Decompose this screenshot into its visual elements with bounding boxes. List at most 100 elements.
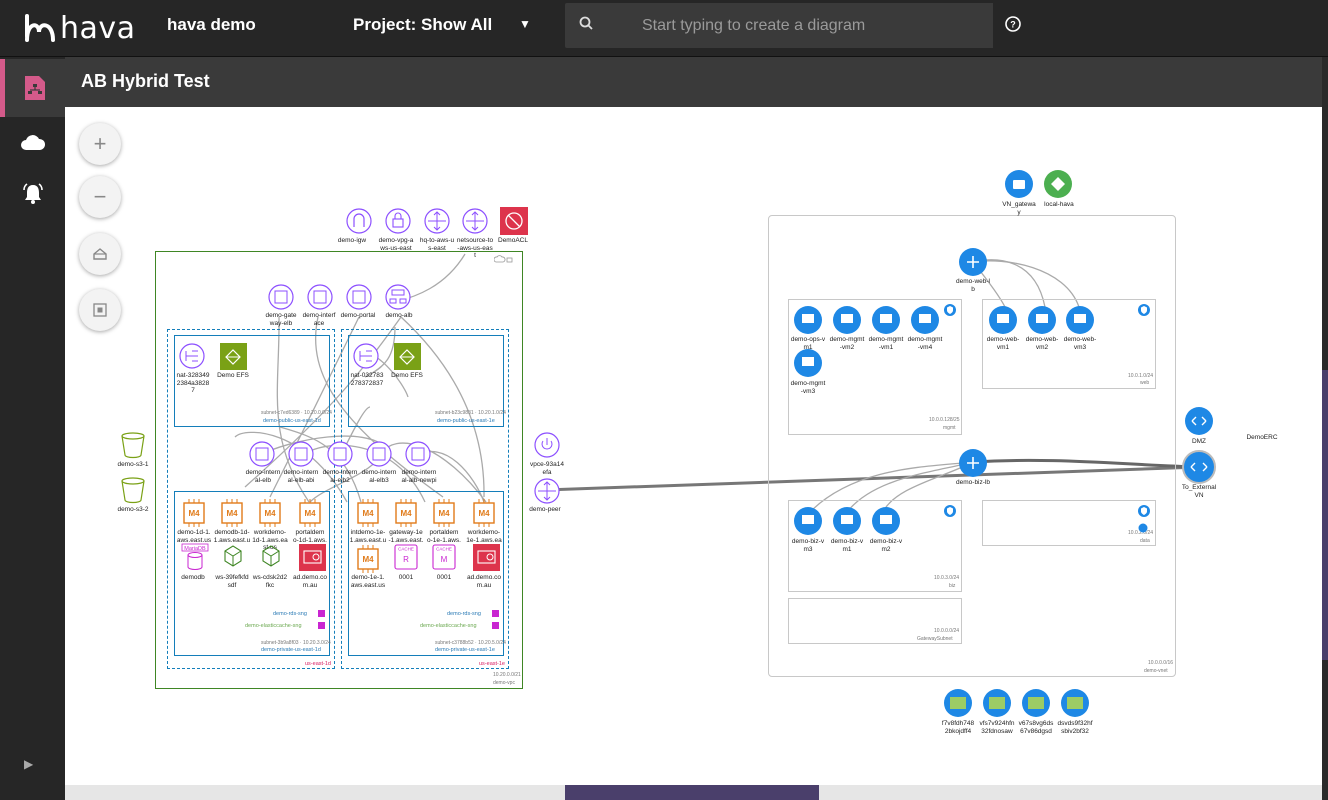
storage-2-label: vfs7v924hfn 32fdnosaw (975, 720, 1019, 735)
peer-label: demo-peer (525, 506, 565, 514)
vnet-name: demo-vnet (1144, 668, 1168, 674)
ws-2-label: ws-cdsk2d2 fkc (250, 574, 290, 589)
alb-label: demo-alb (379, 312, 419, 320)
cloud-icon (20, 134, 46, 152)
ad-1e-label: ad.demo.co m.au (464, 574, 504, 589)
cache-r-caption: CACHE (398, 547, 414, 552)
vpc-cidr: 10.20.0.0/21 (493, 672, 521, 678)
elb-internal3-label: demo-intern al-elb3 (359, 469, 399, 484)
vpg-label: demo-vpg-a ws-us-east (376, 237, 416, 252)
data-1d-icons: MariaDB (180, 543, 330, 573)
mgmt-vm-1-label: demo-ops-v m1 (788, 336, 828, 351)
subnet-private-1d-name: demo-private-us-east-1d (261, 647, 321, 653)
ws-1-label: ws-39fefkfd sdf (212, 574, 252, 589)
biz-vm-3-label: demo-biz-v m2 (866, 538, 906, 553)
top-bar: hava hava demo Project: Show All ▼ ? (0, 0, 1328, 57)
search-input[interactable] (610, 3, 993, 48)
sg-rds-1e-icon (492, 610, 499, 617)
page-title: AB Hybrid Test (81, 71, 210, 92)
sg-rds-1d: demo-rds-sng (273, 611, 307, 617)
ec2-type-9: M4 (362, 555, 374, 564)
storage-1-label: f7v8fdh748 2bkojdff4 (936, 720, 980, 735)
caret-down-icon[interactable]: ▼ (516, 14, 534, 34)
ec2-1d-2-label: demodb-1d- 1.aws.east.u (212, 529, 252, 544)
collapse-sidebar-icon[interactable]: ▶ (24, 757, 33, 771)
rds-1d-label: demodb (175, 574, 211, 582)
nat-1e-label: nat-032783 278372837 (347, 372, 387, 387)
ec2-type-7: M4 (438, 509, 450, 518)
subnet-private-1e-cidr: subnet-c3788b52 · 10.20.5.0/24 (435, 640, 506, 646)
storage-4-label: dsvds9f32hf sbiv2bf32 (1053, 720, 1097, 735)
subnet-public-1e-name: demo-public-us-east-1e (437, 418, 495, 424)
hava-logo-icon (24, 14, 56, 42)
workspace-name[interactable]: hava demo (167, 15, 256, 35)
ec2-type-8: M4 (478, 509, 490, 518)
ec2-type-1: M4 (188, 509, 200, 518)
mgmt-vm-4-label: demo-mgmt -vm4 (905, 336, 945, 351)
vertical-scroll-thumb[interactable] (1322, 370, 1328, 660)
horizontal-scroll-thumb[interactable] (565, 785, 819, 800)
biz-lb-label: demo-biz-lb (950, 479, 996, 487)
svg-text:?: ? (1010, 20, 1016, 30)
project-selector[interactable]: Project: Show All (353, 15, 492, 35)
sidebar: ▶ (0, 57, 65, 800)
cache-m-caption: CACHE (436, 547, 452, 552)
mgmt-vm-2-label: demo-mgmt -vm2 (827, 336, 867, 351)
alb-internal-label: demo-intern al-alb-newpi (397, 469, 441, 484)
az-1d-label: us-east-1d (305, 661, 331, 667)
mgmt-vm-3-label: demo-mgmt -vm1 (866, 336, 906, 351)
cache-r-letter: R (403, 555, 409, 564)
elb-mid-icons (249, 441, 499, 467)
biz-vm-1-label: demo-biz-v m3 (788, 538, 828, 553)
gw-cidr: 10.0.0.0/24 (934, 628, 959, 634)
sg-rds-1e: demo-rds-sng (447, 611, 481, 617)
erc-label: DemoERC (1242, 434, 1282, 442)
ec2-1e-1-label: intdemo-1e- 1.aws.east.u (348, 529, 388, 544)
az-1e-label: us-east-1e (479, 661, 505, 667)
mgmt-vm-5-label: demo-mgmt -vm3 (788, 380, 828, 395)
public-1d-icons (178, 343, 333, 371)
subnet-public-1e-cidr: subnet-b23c9831 · 10.20.1.0/24 (435, 410, 506, 416)
diagram-canvas[interactable]: + − (65, 107, 1322, 785)
elb-portal-label: demo-portal (337, 312, 379, 320)
ec2-1e-icons: M4 M4 M4 M4 (354, 499, 504, 529)
aws-edge-icons (345, 207, 545, 237)
search-button[interactable] (565, 3, 610, 48)
public-1e-icons (352, 343, 507, 371)
logo-text: hava (60, 11, 136, 46)
ec2-1e-2-label: gateway-1e -1.aws.east. (386, 529, 426, 544)
elb-gateway-label: demo-gate way-elb (261, 312, 301, 327)
subnet-public-1d-cidr: subnet-c7ed6389 · 10.20.0.0/24 (261, 410, 332, 416)
ec2-1e-4-label: workdemo- 1e-1.aws.ea (464, 529, 504, 544)
elb-internal-abi-label: demo-intern al-elb-abi (281, 469, 321, 484)
ec2-1e-extra-label: demo-1e-1. aws.east.us (348, 574, 388, 589)
vpc-name: demo-vpc (493, 680, 515, 686)
sidebar-item-cloud[interactable] (0, 114, 65, 172)
data-name: data (1140, 538, 1150, 544)
sidebar-item-diagrams[interactable] (0, 59, 65, 117)
elb-top-icons (268, 284, 413, 310)
nacl-label: DemoACL (495, 237, 531, 245)
sg-cache-1e-icon (492, 622, 499, 629)
diagram-title-bar: AB Hybrid Test (65, 57, 1328, 107)
search-icon (565, 3, 610, 48)
diagram-doc-icon (23, 74, 47, 102)
subnet-public-1d-name: demo-public-us-east-1d (263, 418, 321, 424)
sidebar-item-alerts[interactable] (0, 165, 65, 223)
help-icon[interactable]: ? (1004, 15, 1022, 33)
dmz-label: DMZ (1179, 438, 1219, 446)
ec2-type-5: M4 (362, 509, 374, 518)
ec2-type-2: M4 (226, 509, 238, 518)
biz-cidr: 10.0.3.0/24 (934, 575, 959, 581)
cloud-lock-icon (494, 254, 514, 264)
nat-1d-label: nat-328349 2384a3828 7 (173, 372, 213, 395)
vpn-netsource-label: netsource-to -aws-us-eas t (453, 237, 497, 260)
bell-icon (21, 182, 45, 206)
efs-1e-label: Demo EFS (389, 372, 425, 380)
data-1e-icons: M4 CACHE R CACHE M (354, 543, 504, 573)
ec2-type-4: M4 (304, 509, 316, 518)
biz-name: biz (949, 583, 955, 589)
vn-gateway-label: VN_gatewa y (999, 201, 1039, 216)
ec2-type-3: M4 (264, 509, 276, 518)
hava-logo[interactable]: hava (24, 10, 136, 46)
